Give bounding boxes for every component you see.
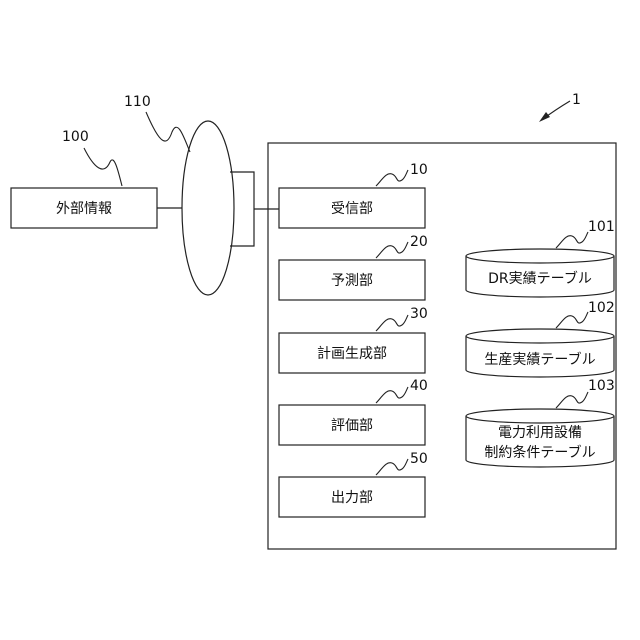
production-table-ref-number: 102 (588, 300, 615, 316)
external-info-label: 外部情報 (56, 201, 112, 217)
prediction-unit-ref-number: 20 (410, 234, 428, 250)
constraint-table-ref-number: 103 (588, 378, 615, 394)
prediction-unit-label: 予測部 (331, 273, 373, 289)
dr-table-label: DR実績テーブル (488, 270, 592, 287)
system-ref-number: 1 (572, 92, 581, 108)
constraint-table-label-line2: 制約条件テーブル (484, 444, 595, 461)
external-info-ref-leader (84, 148, 122, 186)
dr-table-cylinder-top (466, 249, 614, 263)
plan-generation-unit-label: 計画生成部 (317, 346, 387, 362)
system-ref-arrowhead (539, 112, 550, 122)
constraint-table-cylinder-top (466, 409, 614, 423)
network-ellipse (182, 121, 234, 295)
output-unit-ref-number: 50 (410, 451, 428, 467)
output-unit-label: 出力部 (331, 490, 373, 506)
plan-generation-unit-ref-number: 30 (410, 306, 428, 322)
evaluation-unit-ref-number: 40 (410, 378, 428, 394)
dr-table-ref-number: 101 (588, 219, 615, 235)
receiver-unit-ref-number: 10 (410, 162, 428, 178)
network-ref-leader (146, 112, 190, 152)
production-table-label: 生産実績テーブル (484, 351, 595, 368)
constraint-table-label-line1: 電力利用設備 (498, 425, 582, 441)
network-ref-number: 110 (124, 94, 151, 110)
external-info-ref-number: 100 (62, 129, 89, 145)
evaluation-unit-label: 評価部 (331, 418, 373, 434)
receiver-unit-label: 受信部 (331, 201, 373, 217)
production-table-cylinder-top (466, 329, 614, 343)
